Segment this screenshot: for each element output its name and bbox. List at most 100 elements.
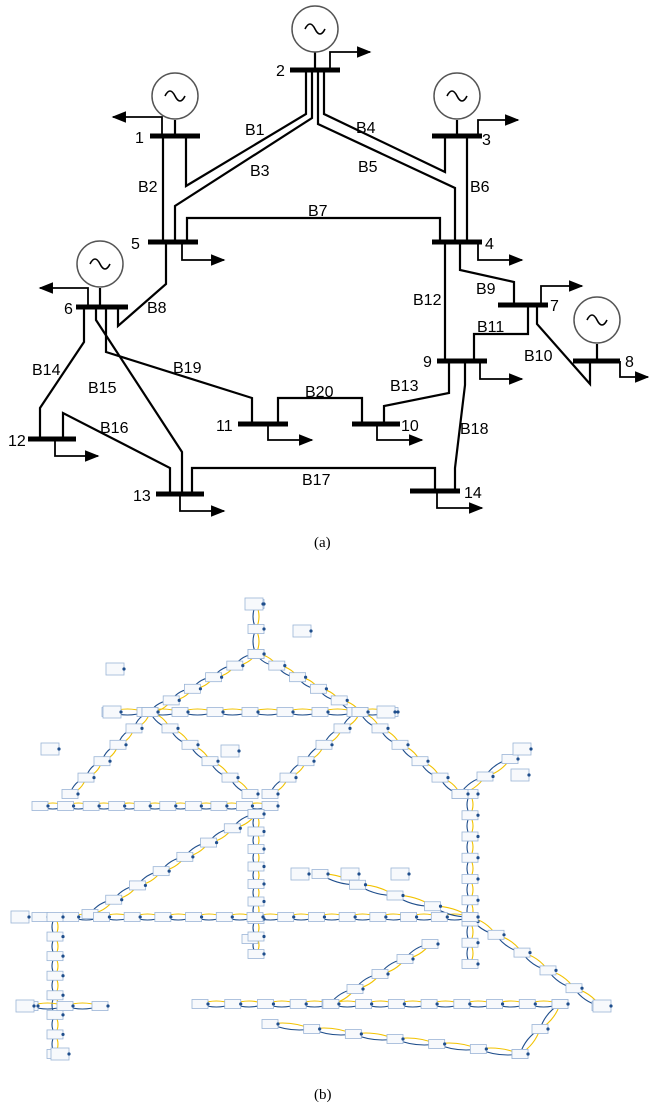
port-dot [77,915,81,919]
agent-node-box [512,742,532,756]
port-dot [322,915,327,919]
agent-node-box [277,912,295,922]
agent-node-box [592,999,612,1013]
port-dot [609,1004,613,1008]
agent-node-box [141,707,159,717]
agent-node-box [311,707,329,717]
port-dot [186,710,190,714]
port-dot [262,812,266,816]
agent-node-box [511,1049,529,1059]
agent-node-box [420,999,438,1009]
port-dot [476,962,480,966]
agent-node-box [46,970,64,981]
agent-node-box [46,931,64,942]
branch-label-b1: B1 [245,122,265,139]
agent-node-box [461,874,479,884]
agent-network-diagram [10,597,613,1061]
bus-label-10: 10 [401,418,419,435]
agent-node-box [396,954,414,964]
agent-node-box [10,910,30,924]
agent-node-box [261,1019,279,1029]
agent-node-box [487,929,505,940]
port-dot [476,877,480,881]
agent-node-box [461,831,479,842]
branch-b15 [94,307,184,494]
port-dot [426,759,430,763]
port-dot [46,804,50,808]
agent-node-box [191,999,209,1009]
port-dot [262,934,266,939]
port-dot [436,942,440,946]
load-arrow-bus-8 [619,361,649,383]
agent-node-box [338,912,356,922]
port-dot [225,804,229,808]
agent-node-box [56,1001,74,1011]
agent-node-box [93,756,111,767]
agent-node-box [451,789,469,799]
port-dot [476,834,480,839]
port-dot [262,627,266,631]
port-dot [230,915,234,919]
port-dot [57,747,61,751]
agent-node-box [351,707,369,717]
agent-node-box [346,984,364,994]
port-dot [491,774,495,779]
port-dot [92,776,96,780]
branch-b3 [173,70,314,242]
port-dot [27,915,31,919]
agent-node-box [461,810,479,821]
port-dot [386,726,390,730]
branch-b10 [535,305,592,387]
agent-node-box [206,707,224,717]
port-dot [407,872,411,876]
port-dot [386,972,390,976]
port-dot [446,776,450,780]
bus-label-11: 11 [216,418,233,435]
port-dot [196,743,200,747]
branch-label-b18: B18 [460,421,489,438]
agent-node-box [152,866,170,877]
port-dot [206,1002,210,1006]
port-dot [198,687,202,691]
agent-node-box [308,912,325,922]
port-dot [466,792,470,796]
load-arrow-bus-3 [477,114,520,136]
agent-node-box [453,999,471,1009]
port-dot [124,743,128,747]
bus-label-7: 7 [550,298,559,315]
port-dot [148,804,152,808]
port-dot [123,804,127,808]
agent-node-box [322,999,340,1009]
agent-node-box [565,983,583,994]
agent-node-box [279,772,297,783]
port-dot [384,915,388,919]
agent-node-box [91,1001,109,1011]
agent-node-box [201,756,219,767]
port-dot [97,804,101,808]
agent-node-box [62,912,80,922]
agent-node-box [292,624,312,638]
agent-node-box [428,1039,446,1049]
agent-node-box [77,772,95,783]
port-dot [262,952,266,956]
agent-node-box [289,672,307,683]
port-dot [502,933,506,937]
port-dot [262,652,266,656]
agent-node-box [276,707,294,717]
load-arrow-bus-11 [267,424,314,446]
port-dot [108,759,112,763]
port-dot [262,847,266,851]
agent-node-box [461,959,479,969]
branch-b4 [322,70,447,174]
agent-node-box [31,801,49,811]
port-dot [276,1022,280,1026]
port-dot [476,813,480,817]
branch-b13 [382,361,451,424]
caption-b: (b) [314,1087,332,1103]
port-dot [241,664,245,668]
agent-node-box [551,999,569,1009]
port-dot [406,743,410,747]
port-dot [276,804,280,808]
bus-label-9: 9 [423,354,432,371]
port-dot [262,899,266,904]
